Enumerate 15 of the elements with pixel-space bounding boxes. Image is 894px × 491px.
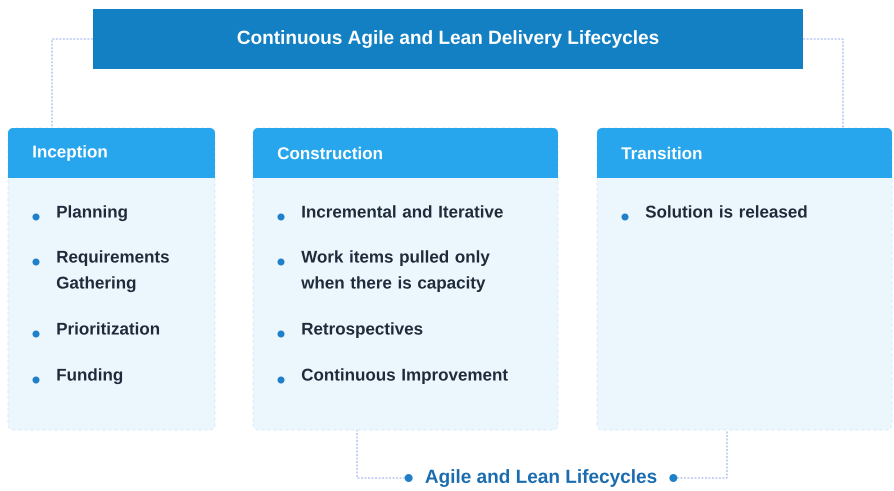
bullet-item: Requirements Gathering	[32, 250, 169, 292]
title-banner: Continuous Agile and Lean Delivery Lifecycles	[93, 9, 803, 69]
connector-line	[52, 38, 94, 128]
bullet-item: Retrospectives	[278, 322, 422, 338]
bullet-item: Incremental and Iterative	[278, 205, 503, 220]
bullet-item: Work items pulled only when there is capacity	[278, 250, 490, 292]
connector-line	[669, 430, 728, 482]
bullet-item: Planning	[32, 205, 127, 222]
bullet-item: Continuous Improvement	[278, 368, 508, 384]
footer-label: Agile and Lean Lifecycles	[425, 469, 656, 487]
bullet-item: Funding	[32, 368, 122, 384]
bullet-item: Solution is released	[622, 205, 807, 220]
connector-line	[802, 38, 844, 128]
bullet-item: Prioritization	[32, 322, 160, 338]
connector-line	[356, 430, 413, 482]
